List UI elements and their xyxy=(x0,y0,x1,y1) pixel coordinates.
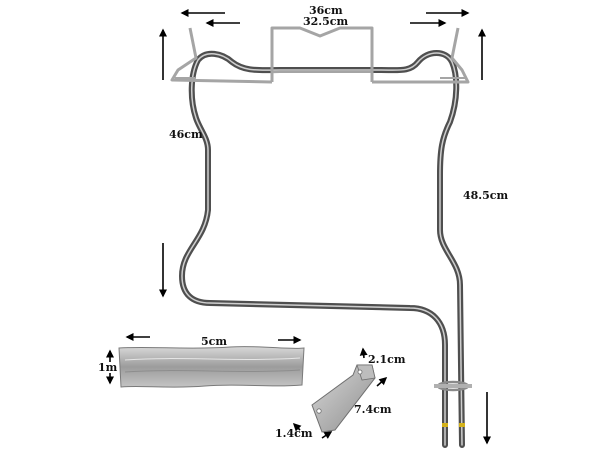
dim-right-height: 48.5cm xyxy=(463,189,509,202)
foil-strip xyxy=(118,346,305,388)
dim-top-outer: 36cm xyxy=(309,4,343,17)
dim-top-inner: 32.5cm xyxy=(303,15,349,28)
mounting-plate xyxy=(311,364,376,433)
heating-element xyxy=(178,50,465,448)
wire-bracket xyxy=(170,26,470,84)
arrow-icon xyxy=(376,377,388,387)
arrow-icon xyxy=(292,422,302,432)
dim-foil-width: 5cm xyxy=(201,335,227,348)
terminal-clamp xyxy=(434,380,472,392)
dim-bracket-length: 7.4cm xyxy=(354,403,392,416)
dim-left-height: 46cm xyxy=(169,128,203,141)
arrow-icon xyxy=(321,431,333,439)
dimension-arrows xyxy=(106,9,491,445)
terminal-bands xyxy=(442,423,465,427)
dim-foil-height: 1m xyxy=(98,361,118,374)
arrow-icon xyxy=(359,347,368,359)
dim-bracket-width: 2.1cm xyxy=(368,353,406,366)
dim-bracket-end: 1.4cm xyxy=(275,427,313,440)
